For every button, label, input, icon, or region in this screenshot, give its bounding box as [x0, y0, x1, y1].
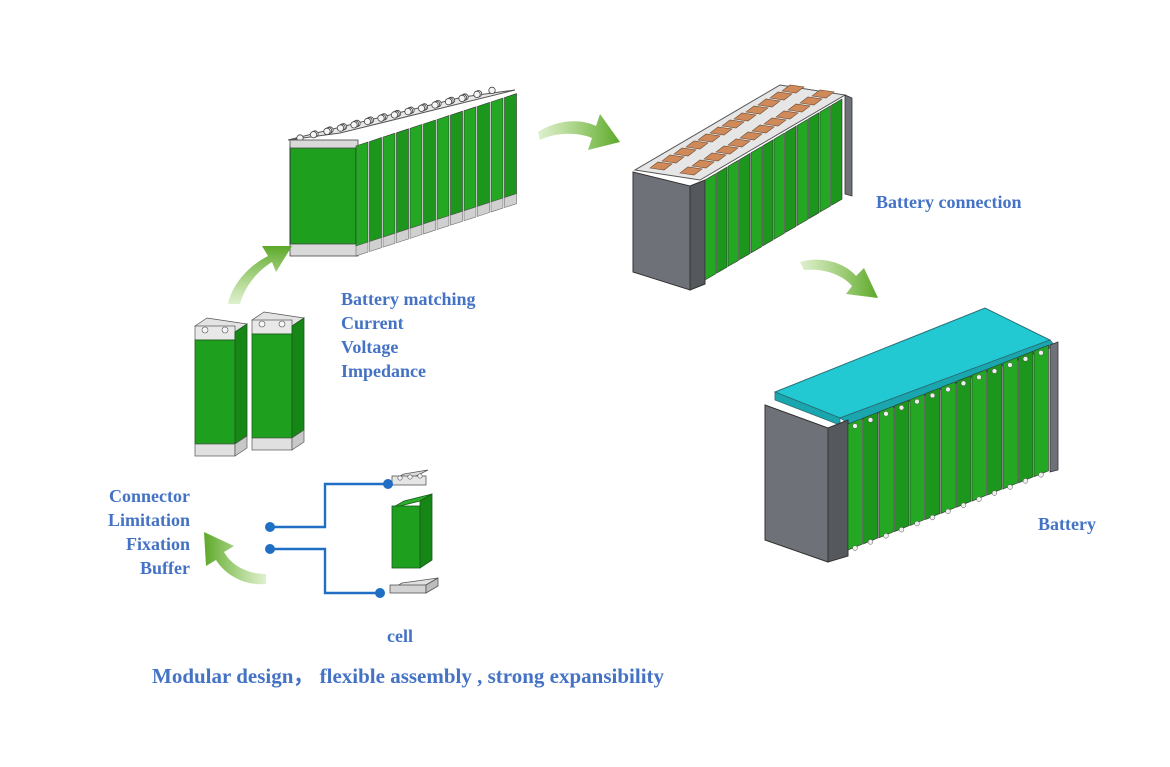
- arrow-to-matched-module: [228, 246, 292, 304]
- arrow-to-connected-module: [538, 114, 620, 150]
- label-current: Current: [341, 313, 404, 333]
- connector-wires: [270, 482, 388, 595]
- label-impedance: Impedance: [341, 361, 426, 381]
- caption: Modular design， flexible assembly , stro…: [152, 664, 665, 688]
- wire-dot: [265, 544, 275, 554]
- label-fixation: Fixation: [125, 534, 190, 554]
- connector-labels: Connector Limitation Fixation Buffer: [90, 484, 190, 580]
- battery-matching-labels: Battery matching Current Voltage Impedan…: [341, 287, 475, 383]
- battery-module-connected: [632, 84, 853, 291]
- label-cell: cell: [387, 626, 413, 646]
- arrow-to-connector-labels: [204, 532, 266, 585]
- battery-module-matched: [287, 86, 517, 257]
- label-voltage: Voltage: [341, 337, 399, 357]
- wire-dot: [265, 522, 275, 532]
- arrow-to-complete-battery: [800, 259, 878, 298]
- label-battery-matching: Battery matching: [341, 289, 476, 309]
- label-connector: Connector: [109, 486, 190, 506]
- wire-dot: [383, 479, 393, 489]
- label-limitation: Limitation: [107, 510, 190, 530]
- wire-dot: [375, 588, 385, 598]
- label-battery: Battery: [1038, 514, 1096, 534]
- label-buffer: Buffer: [140, 558, 190, 578]
- battery-pack-complete: [764, 307, 1059, 563]
- exploded-cell: [389, 469, 439, 594]
- matched-cell-pair: [194, 311, 305, 457]
- label-battery-connection: Battery connection: [876, 192, 1022, 212]
